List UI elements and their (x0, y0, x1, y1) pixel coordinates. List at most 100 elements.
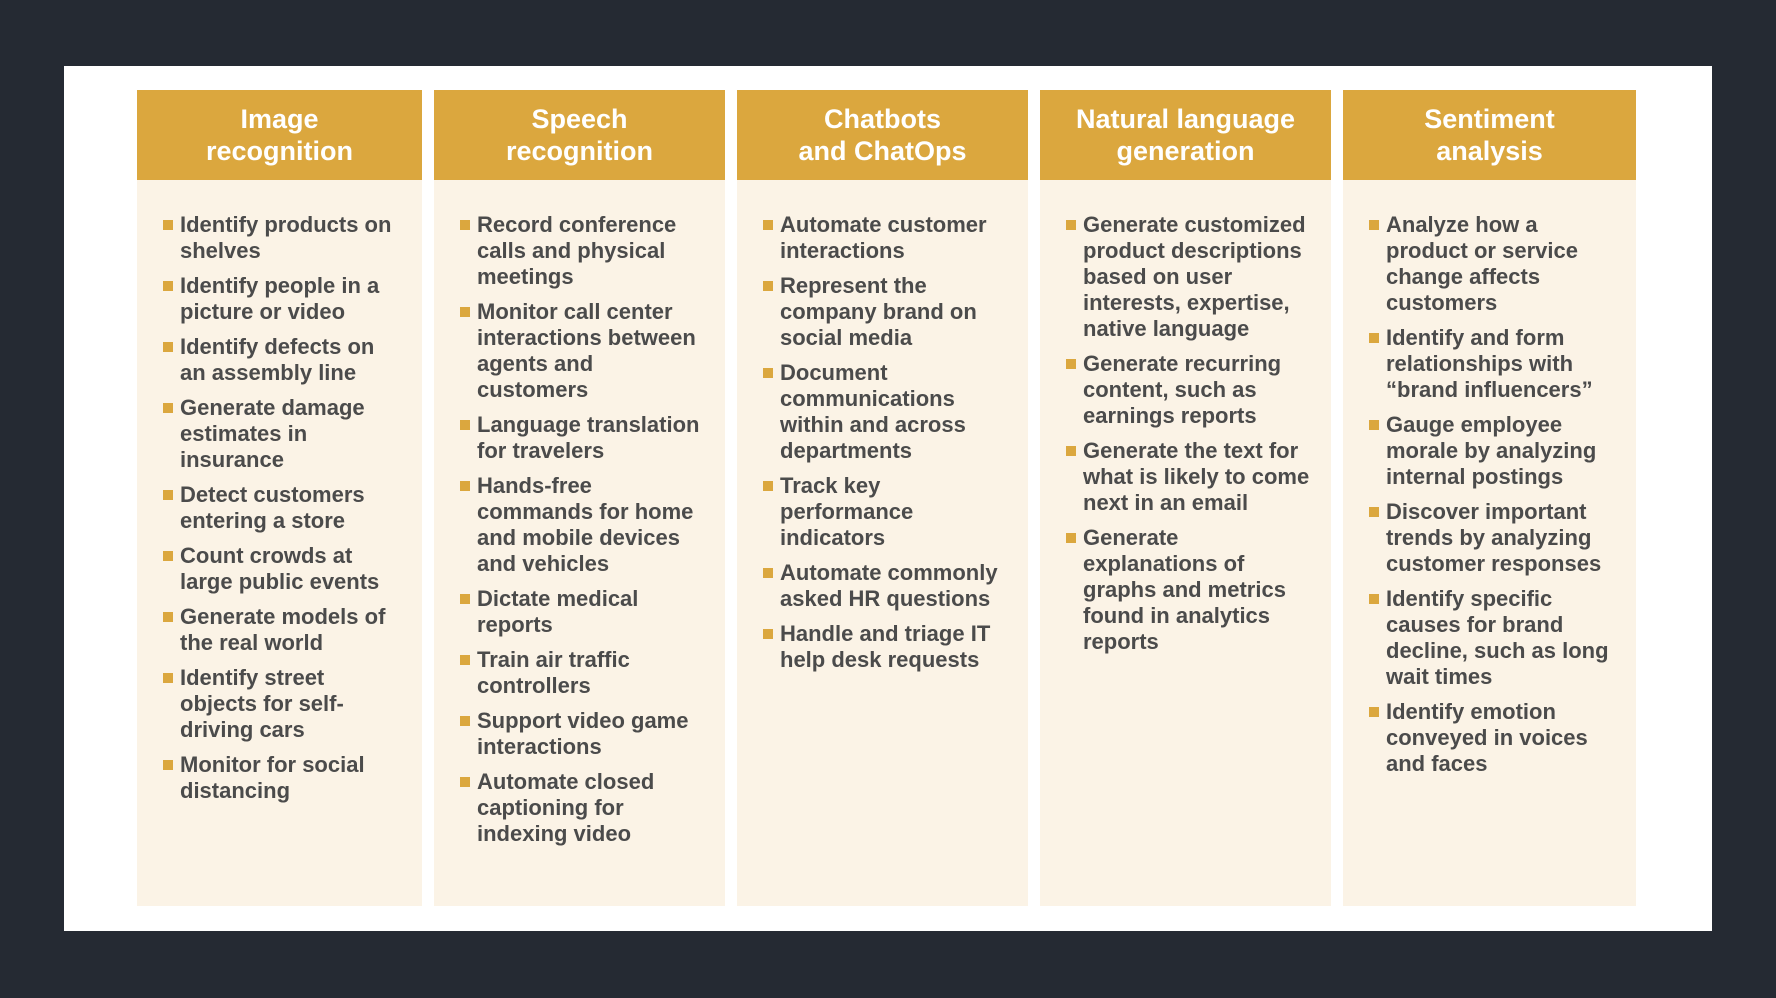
list-item: Automate commonly asked HR questions (763, 560, 1012, 612)
list-item-text: Language translation for travelers (477, 412, 700, 463)
list-item: Record conference calls and physical mee… (460, 212, 709, 290)
list-item: Dictate medical reports (460, 586, 709, 638)
list-item: Generate the text for what is likely to … (1066, 438, 1315, 516)
square-bullet-icon (460, 481, 470, 491)
square-bullet-icon (1369, 420, 1379, 430)
square-bullet-icon (163, 551, 173, 561)
square-bullet-icon (1066, 533, 1076, 543)
list-item: Represent the company brand on social me… (763, 273, 1012, 351)
list-item-text: Identify emotion conveyed in voices and … (1386, 699, 1588, 776)
list-item-text: Record conference calls and physical mee… (477, 212, 677, 289)
square-bullet-icon (163, 403, 173, 413)
list-item: Document communications within and acros… (763, 360, 1012, 464)
list-item: Language translation for travelers (460, 412, 709, 464)
column-header: Image recognition (137, 90, 422, 180)
list-item-text: Hands-free commands for home and mobile … (477, 473, 694, 576)
list-item: Identify people in a picture or video (163, 273, 406, 325)
list-item: Identify and form relationships with “br… (1369, 325, 1620, 403)
list-item-text: Represent the company brand on social me… (780, 273, 977, 350)
list-item-text: Handle and triage IT help desk requests (780, 621, 991, 672)
square-bullet-icon (763, 568, 773, 578)
square-bullet-icon (460, 307, 470, 317)
square-bullet-icon (1369, 220, 1379, 230)
list-item-text: Identify defects on an assembly line (180, 334, 375, 385)
column-image-recognition: Image recognition Identify products on s… (137, 90, 422, 906)
square-bullet-icon (163, 490, 173, 500)
list-item: Handle and triage IT help desk requests (763, 621, 1012, 673)
list-item: Support video game interactions (460, 708, 709, 760)
square-bullet-icon (1066, 220, 1076, 230)
square-bullet-icon (163, 612, 173, 622)
list-item-text: Detect customers entering a store (180, 482, 365, 533)
list-item: Detect customers entering a store (163, 482, 406, 534)
list-item: Automate closed captioning for indexing … (460, 769, 709, 847)
list-item-text: Dictate medical reports (477, 586, 639, 637)
list-item-text: Identify products on shelves (180, 212, 392, 263)
list-item-text: Gauge employee morale by analyzing inter… (1386, 412, 1597, 489)
column-sentiment-analysis: Sentiment analysis Analyze how a product… (1343, 90, 1636, 906)
column-speech-recognition: Speech recognition Record conference cal… (434, 90, 725, 906)
square-bullet-icon (460, 594, 470, 604)
square-bullet-icon (163, 281, 173, 291)
list-item-text: Generate explanations of graphs and metr… (1083, 525, 1286, 654)
list-item: Generate damage estimates in insurance (163, 395, 406, 473)
column-header: Speech recognition (434, 90, 725, 180)
list-item-text: Support video game interactions (477, 708, 689, 759)
column-chatbots-and-chatops: Chatbots and ChatOps Automate customer i… (737, 90, 1028, 906)
square-bullet-icon (460, 655, 470, 665)
list-item-text: Automate customer interactions (780, 212, 987, 263)
list-item: Identify street objects for self-driving… (163, 665, 406, 743)
list-item: Generate explanations of graphs and metr… (1066, 525, 1315, 655)
column-header: Natural language generation (1040, 90, 1331, 180)
ai-use-cases-card: Image recognition Identify products on s… (64, 66, 1712, 931)
list-item: Identify products on shelves (163, 212, 406, 264)
list-item-text: Document communications within and acros… (780, 360, 966, 463)
square-bullet-icon (1369, 333, 1379, 343)
list-item: Count crowds at large public events (163, 543, 406, 595)
list-item-text: Identify specific causes for brand decli… (1386, 586, 1609, 689)
square-bullet-icon (460, 716, 470, 726)
square-bullet-icon (763, 368, 773, 378)
square-bullet-icon (763, 220, 773, 230)
list-item-text: Track key performance indicators (780, 473, 914, 550)
square-bullet-icon (1369, 507, 1379, 517)
use-case-list: Analyze how a product or service change … (1343, 180, 1636, 777)
square-bullet-icon (460, 420, 470, 430)
square-bullet-icon (763, 629, 773, 639)
square-bullet-icon (163, 342, 173, 352)
list-item-text: Discover important trends by analyzing c… (1386, 499, 1602, 576)
use-case-columns: Image recognition Identify products on s… (137, 90, 1636, 906)
list-item: Analyze how a product or service change … (1369, 212, 1620, 316)
list-item-text: Automate commonly asked HR questions (780, 560, 998, 611)
square-bullet-icon (163, 673, 173, 683)
list-item-text: Monitor call center interactions between… (477, 299, 696, 402)
column-title: Chatbots and ChatOps (798, 104, 967, 166)
list-item-text: Train air traffic controllers (477, 647, 630, 698)
square-bullet-icon (1369, 707, 1379, 717)
list-item: Identify specific causes for brand decli… (1369, 586, 1620, 690)
column-header: Chatbots and ChatOps (737, 90, 1028, 180)
list-item: Identify defects on an assembly line (163, 334, 406, 386)
square-bullet-icon (1066, 446, 1076, 456)
column-header: Sentiment analysis (1343, 90, 1636, 180)
list-item-text: Generate customized product descriptions… (1083, 212, 1306, 341)
column-title: Image recognition (206, 104, 353, 166)
list-item-text: Generate the text for what is likely to … (1083, 438, 1310, 515)
list-item: Track key performance indicators (763, 473, 1012, 551)
list-item-text: Monitor for social distancing (180, 752, 365, 803)
list-item: Generate recurring content, such as earn… (1066, 351, 1315, 429)
list-item-text: Generate damage estimates in insurance (180, 395, 365, 472)
square-bullet-icon (1066, 359, 1076, 369)
list-item: Generate models of the real world (163, 604, 406, 656)
list-item: Gauge employee morale by analyzing inter… (1369, 412, 1620, 490)
square-bullet-icon (763, 281, 773, 291)
list-item: Generate customized product descriptions… (1066, 212, 1315, 342)
use-case-list: Automate customer interactions Represent… (737, 180, 1028, 673)
use-case-list: Identify products on shelves Identify pe… (137, 180, 422, 804)
list-item-text: Automate closed captioning for indexing … (477, 769, 655, 846)
square-bullet-icon (163, 220, 173, 230)
list-item-text: Count crowds at large public events (180, 543, 380, 594)
square-bullet-icon (460, 220, 470, 230)
list-item-text: Analyze how a product or service change … (1386, 212, 1578, 315)
column-title: Speech recognition (506, 104, 653, 166)
